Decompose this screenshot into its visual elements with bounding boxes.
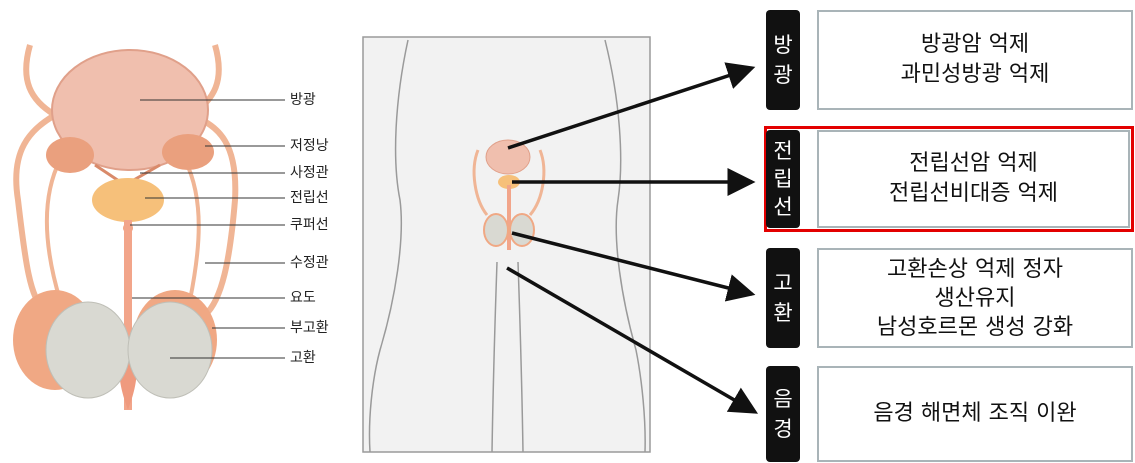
organ-tag-char: 립 (773, 165, 792, 193)
effect-line: 전립선암 억제 (909, 149, 1037, 179)
effect-line: 생산유지 (935, 284, 1016, 313)
organ-tag-penis: 음 경 (766, 366, 800, 462)
mini-testis-left (484, 214, 508, 246)
effect-box-penis: 음경 해면체 조직 이완 (817, 366, 1133, 462)
organ-tag-char: 선 (773, 193, 792, 221)
mini-testis-right (510, 214, 534, 246)
mini-urethra (507, 185, 511, 250)
organ-tag-prostate: 전 립 선 (766, 130, 800, 228)
organ-tag-testis: 고 환 (766, 248, 800, 348)
organ-tag-char: 환 (773, 298, 792, 328)
organ-tag-char: 전 (773, 137, 792, 165)
organ-tag-char: 음 (773, 384, 792, 414)
effect-box-testis: 고환손상 억제 정자 생산유지 남성호르몬 생성 강화 (817, 248, 1133, 348)
effect-line: 방광암 억제 (921, 30, 1029, 60)
organ-tag-char: 광 (773, 60, 792, 90)
effect-box-bladder: 방광암 억제 과민성방광 억제 (817, 10, 1133, 110)
organ-tag-char: 방 (773, 30, 792, 60)
effect-box-prostate: 전립선암 억제 전립선비대증 억제 (817, 130, 1130, 228)
body-frame (363, 37, 650, 452)
effect-line: 전립선비대증 억제 (889, 179, 1058, 209)
organ-tag-bladder: 방 광 (766, 10, 800, 110)
effect-line: 과민성방광 억제 (901, 60, 1050, 90)
organ-tag-char: 고 (773, 268, 792, 298)
effect-line: 고환손상 억제 정자 (887, 255, 1063, 284)
mini-bladder (486, 140, 530, 174)
effect-line: 남성호르몬 생성 강화 (877, 313, 1073, 342)
organ-tag-char: 경 (773, 414, 792, 444)
effect-line: 음경 해면체 조직 이완 (873, 399, 1076, 429)
